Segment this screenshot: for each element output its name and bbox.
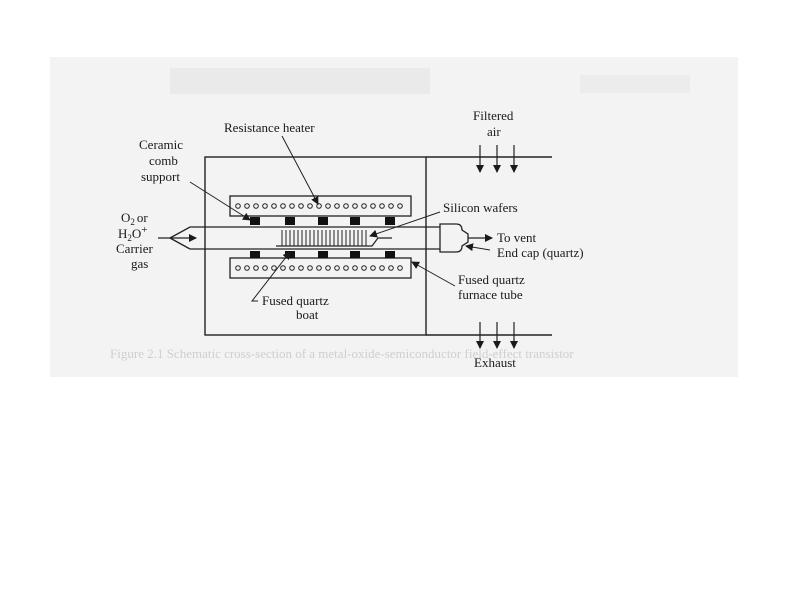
quartz-boat	[276, 237, 392, 247]
upper-heater	[229, 195, 412, 217]
label-filtered-air-line1: Filtered	[473, 108, 514, 123]
label-gas: gas	[131, 256, 148, 271]
label-ceramic-line3: support	[141, 169, 180, 184]
label-boat-line1: Fused quartz	[262, 293, 329, 308]
label-end-cap: End cap (quartz)	[497, 245, 584, 260]
leader-lines	[189, 135, 491, 302]
furnace-tube	[169, 226, 440, 250]
label-ceramic-line1: Ceramic	[139, 137, 183, 152]
label-ceramic-line2: comb	[149, 153, 178, 168]
label-carrier: Carrier	[116, 241, 153, 256]
bleed-through-block	[580, 75, 690, 93]
label-fused-tube-line1: Fused quartz	[458, 272, 525, 287]
lower-heater-coils	[235, 265, 403, 271]
label-to-vent: To vent	[497, 230, 537, 245]
label-resistance-heater: Resistance heater	[224, 120, 315, 135]
label-filtered-air-line2: air	[487, 124, 501, 139]
upper-heater-coils	[235, 203, 403, 209]
label-fused-tube-line2: furnace tube	[458, 287, 523, 302]
filtered-air-arrows	[476, 145, 518, 173]
label-boat-line2: boat	[296, 307, 319, 322]
bleed-through-block	[170, 68, 430, 94]
label-exhaust: Exhaust	[474, 355, 516, 370]
silicon-wafers	[281, 230, 367, 246]
faded-background-caption: Figure 2.1 Schematic cross-section of a …	[110, 346, 574, 361]
end-cap	[439, 223, 469, 253]
label-silicon-wafers: Silicon wafers	[443, 200, 518, 215]
exhaust-arrows	[476, 322, 518, 349]
label-h2o: H2O+	[118, 224, 148, 243]
furnace-enclosure	[204, 156, 427, 336]
